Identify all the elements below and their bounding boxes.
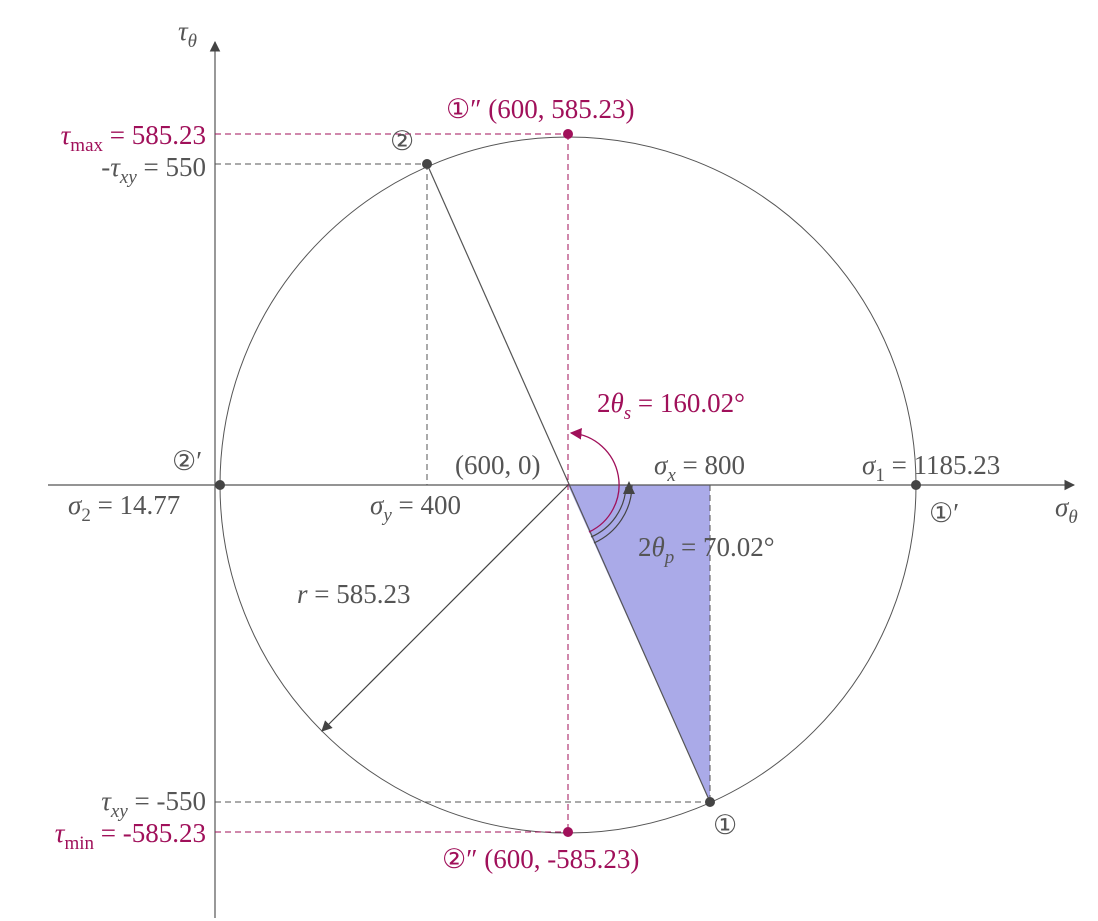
sigma-y-label: σy = 400: [370, 490, 461, 526]
sigma-2-label: σ2 = 14.77: [68, 490, 180, 526]
point-1-label: ①: [713, 810, 737, 840]
point-1-double-prime: [563, 129, 573, 139]
tau-xy-label: τxy = -550: [101, 786, 206, 822]
center-label: (600, 0): [455, 450, 540, 480]
point-1-prime-label: ①′: [929, 498, 959, 528]
tau-min-label: τmin = -585.23: [55, 818, 206, 854]
point-2-prime-label: ②′: [172, 446, 202, 476]
magenta-guides: [215, 133, 569, 833]
point-2-double-prime: [563, 827, 573, 837]
point-2: [422, 159, 432, 169]
radius-label: r = 585.23: [297, 579, 411, 609]
point-2-label: ②: [390, 126, 414, 156]
sigma-1-label: σ1 = 1185.23: [862, 450, 1000, 486]
neg-tau-xy-label: -τxy = 550: [101, 152, 206, 188]
guide-lines: [215, 163, 711, 803]
tau-max-label: τmax = 585.23: [61, 120, 206, 156]
tau-axis-label: τθ: [178, 16, 197, 52]
two-theta-p-arrowhead: [623, 481, 635, 494]
point-1-prime: [911, 480, 921, 490]
sigma-axis-label: σθ: [1055, 492, 1078, 528]
point-2-prime: [215, 480, 225, 490]
point-2-double-prime-label: ②″ (600, -585.23): [442, 844, 639, 874]
point-1: [705, 797, 715, 807]
point-1-double-prime-label: ①″ (600, 585.23): [446, 94, 634, 124]
diameter-line: [426, 163, 711, 803]
sigma-x-label: σx = 800: [654, 450, 745, 486]
two-theta-p-label: 2θp = 70.02°: [638, 532, 775, 568]
two-theta-s-arc: [569, 427, 620, 533]
radius-arrow: [321, 484, 569, 732]
two-theta-s-label: 2θs = 160.02°: [597, 388, 745, 424]
